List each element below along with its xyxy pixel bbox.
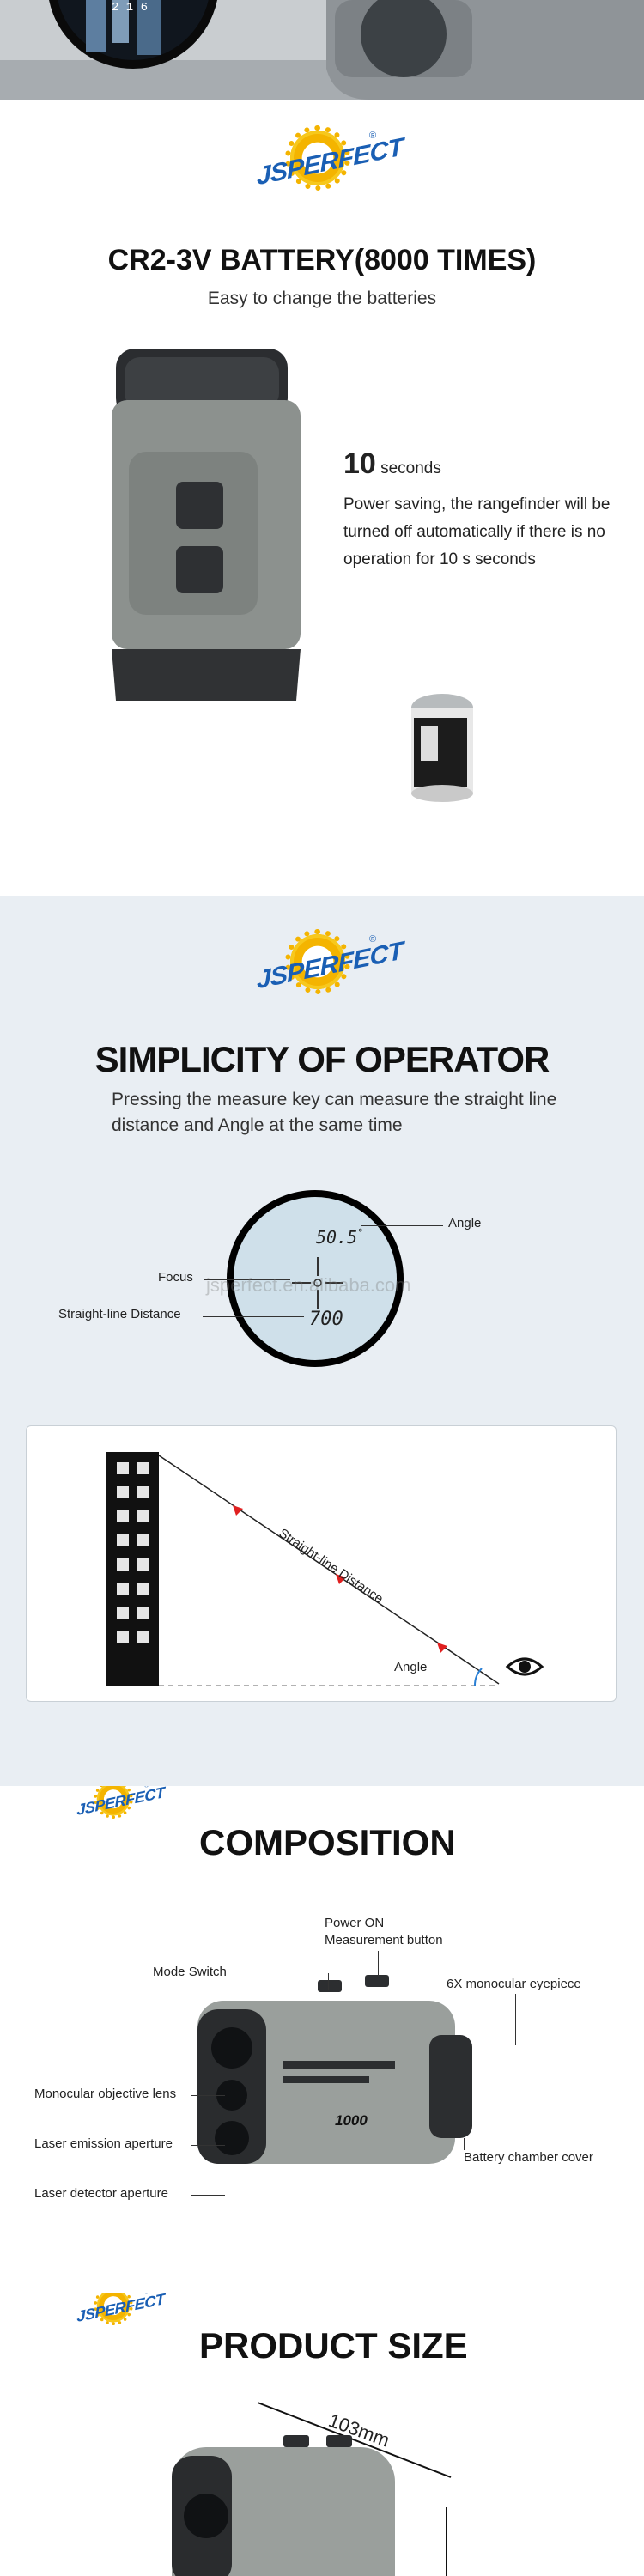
registered-mark: ® xyxy=(369,934,377,945)
gear-icon xyxy=(94,1786,133,1819)
registered-mark: ® xyxy=(144,2293,149,2295)
objective-leader-line xyxy=(191,2095,225,2096)
focus-crosshair-icon xyxy=(292,1257,343,1309)
eyepiece-leader-line xyxy=(515,1994,516,2045)
simplicity-section: JSPERFECT ® SIMPLICITY OF OPERATOR Press… xyxy=(0,896,644,1786)
power-saving-heading: 10 seconds xyxy=(343,447,441,481)
svg-text:2 1 6: 2 1 6 xyxy=(112,1,148,15)
straight-line-label: Straight-line Distance xyxy=(58,1307,181,1321)
distance-leader-line xyxy=(203,1316,304,1317)
gear-icon xyxy=(285,929,350,994)
battery-section: JSPERFECT ® CR2-3V BATTERY(8000 TIMES) E… xyxy=(0,100,644,896)
angle-leader-line xyxy=(361,1225,443,1226)
diagram-angle-label: Angle xyxy=(394,1660,428,1674)
measurement-diagram-card: Straight-line Distance Angle xyxy=(26,1425,617,1702)
registered-mark: ® xyxy=(369,131,377,141)
distance-display: 700 xyxy=(309,1309,343,1330)
emission-aperture-label: Laser emission aperture xyxy=(34,2136,173,2151)
seconds-number: 10 xyxy=(343,447,376,480)
angle-label: Angle xyxy=(448,1216,482,1230)
simplicity-description: Pressing the measure key can measure the… xyxy=(112,1090,557,1135)
rangefinder-composition-image xyxy=(197,1975,472,2164)
viewfinder-lens xyxy=(234,1197,397,1360)
top-banner-strip: 2 1 6 xyxy=(0,0,644,100)
product-size-image xyxy=(172,2402,452,2576)
focus-label: Focus xyxy=(158,1270,193,1285)
watermark: jsperfect.en.alibaba.com xyxy=(206,1274,411,1296)
battery-subtitle: Easy to change the batteries xyxy=(207,289,437,308)
power-leader-line xyxy=(378,1951,379,1977)
brand-logo: JSPERFECT ® xyxy=(256,929,404,1012)
degree-sign: ° xyxy=(357,1227,364,1239)
viewfinder-ring xyxy=(227,1190,404,1367)
brand-logo: JSPERFECT ® xyxy=(76,2293,165,2336)
mode-switch-label: Mode Switch xyxy=(153,1965,227,1979)
gear-icon xyxy=(285,125,350,191)
emission-leader-line xyxy=(191,2145,225,2146)
eyepiece-label: 6X monocular eyepiece xyxy=(447,1977,581,1991)
detector-aperture-label: Laser detector aperture xyxy=(34,2186,168,2201)
focus-leader-line xyxy=(204,1279,290,1280)
registered-mark: ® xyxy=(144,1786,149,1789)
angle-display: 50.5° xyxy=(316,1227,363,1248)
angle-value: 50.5 xyxy=(316,1227,358,1248)
composition-title: COMPOSITION xyxy=(199,1822,456,1862)
rangefinder-upright-image xyxy=(112,349,301,701)
model-number: 1000 xyxy=(335,2112,368,2129)
product-size-title: PRODUCT SIZE xyxy=(199,2325,468,2366)
battery-title: CR2-3V BATTERY(8000 TIMES) xyxy=(107,244,537,276)
gear-icon xyxy=(94,2293,133,2325)
measurement-diagram xyxy=(106,1452,544,1686)
objective-lens-label: Monocular objective lens xyxy=(34,2087,177,2101)
mode-leader-line xyxy=(328,1973,329,1990)
battery-cover-leader-line xyxy=(464,2138,465,2150)
power-saving-description: Power saving, the rangefinder will be tu… xyxy=(343,495,611,568)
battery-cover-label: Battery chamber cover xyxy=(464,2150,593,2165)
simplicity-title: SIMPLICITY OF OPERATOR xyxy=(94,1039,550,1079)
detector-leader-line xyxy=(191,2195,225,2196)
brand-logo: JSPERFECT ® xyxy=(76,1786,165,1829)
brand-logo: JSPERFECT ® xyxy=(256,125,404,208)
seconds-unit: seconds xyxy=(380,459,441,477)
power-button-label: Power ON Measurement button xyxy=(325,1916,443,1947)
cr2-battery-image xyxy=(411,694,473,802)
product-size-section: JSPERFECT ® PRODUCT SIZE 103mm xyxy=(0,2293,644,2576)
top-banner-illustration: 2 1 6 xyxy=(0,0,644,100)
composition-section: JSPERFECT ® COMPOSITION 1000 Power ON Me… xyxy=(0,1786,644,2293)
